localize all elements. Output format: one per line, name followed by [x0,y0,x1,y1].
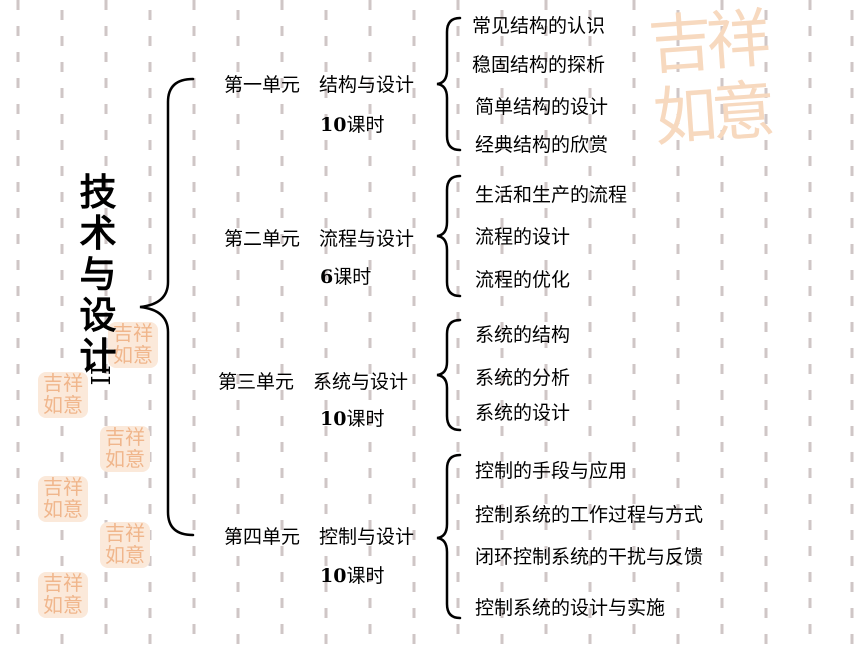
root-suffix: II [84,365,114,386]
topic-item: 稳固结构的探析 [472,54,606,76]
unit-title: 第二单元 流程与设计 [224,228,415,250]
unit-hours: 10课时 [320,114,385,136]
topic-item: 简单结构的设计 [475,96,609,118]
topic-item: 流程的设计 [475,226,571,248]
unit-hours: 10课时 [320,565,385,587]
lucky-seal-small: 吉祥如意 [100,522,150,568]
lucky-seal-small: 吉祥如意 [38,572,88,618]
unit1-bracket [436,16,462,152]
unit-title: 第一单元 结构与设计 [224,74,415,96]
topic-item: 生活和生产的流程 [475,184,628,206]
root-bracket [139,77,195,537]
topic-item: 系统的分析 [475,367,571,389]
unit4-bracket [436,453,462,620]
lucky-seal-small: 吉祥如意 [38,372,88,418]
lucky-seal-small: 吉祥如意 [108,322,158,368]
topic-item: 控制的手段与应用 [475,460,628,482]
topic-item: 控制系统的设计与实施 [475,597,666,619]
unit-hours: 6课时 [320,266,372,288]
topic-item: 控制系统的工作过程与方式 [475,504,704,526]
root-title: 技术与设计 [79,171,117,378]
unit3-bracket [436,318,462,432]
unit-title: 第四单元 控制与设计 [224,526,415,548]
unit2-bracket [436,174,462,298]
lucky-seal-small: 吉祥如意 [100,426,150,472]
topic-item: 系统的结构 [475,324,571,346]
topic-item: 闭环控制系统的干扰与反馈 [475,546,704,568]
unit-title: 第三单元 系统与设计 [218,371,409,393]
unit-hours: 10课时 [320,408,385,430]
topic-item: 常见结构的认识 [472,15,606,37]
topic-item: 经典结构的欣赏 [475,134,609,156]
topic-item: 流程的优化 [475,269,571,291]
lucky-seal-small: 吉祥如意 [38,476,88,522]
topic-item: 系统的设计 [475,402,571,424]
